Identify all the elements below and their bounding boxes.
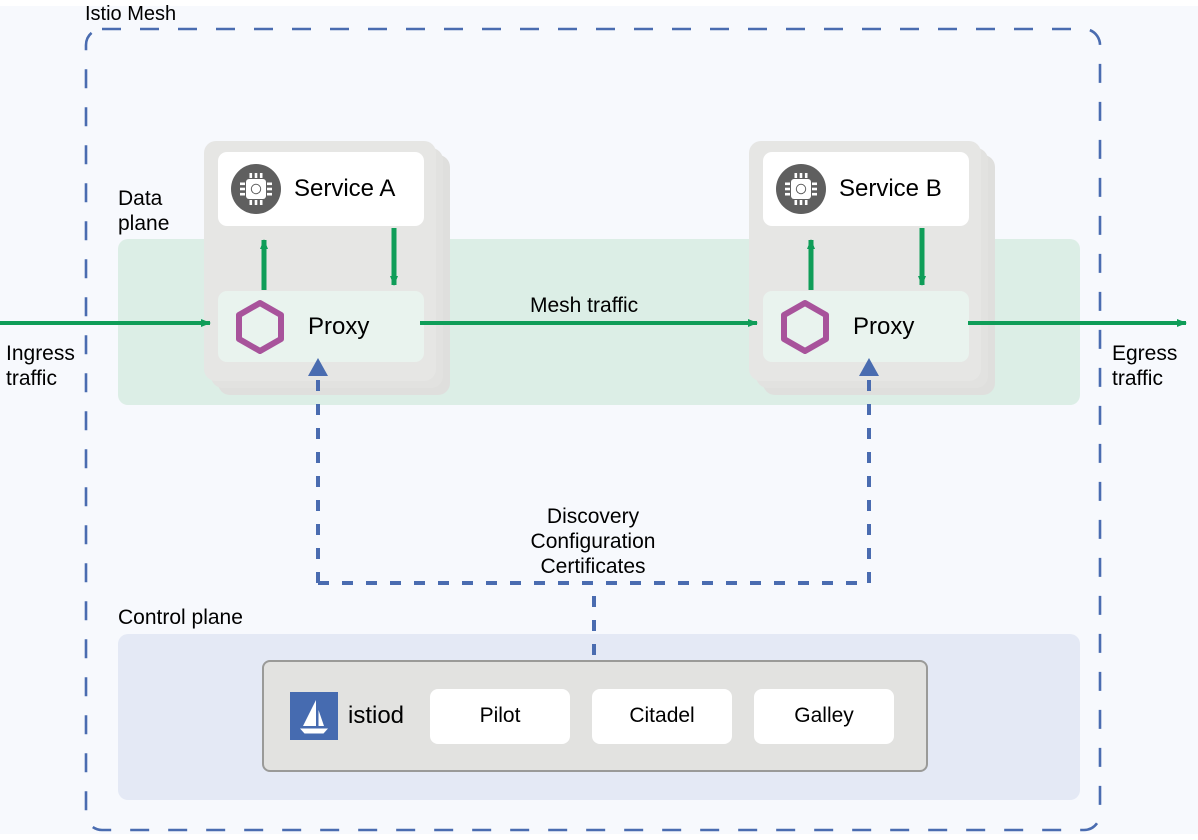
component-citadel[interactable]: Citadel <box>592 688 733 744</box>
istiod-panel: istiod Pilot Citadel Galley <box>262 660 928 772</box>
hexagon-proxy-icon <box>236 299 284 354</box>
pod-service-b: Service B Proxy <box>749 141 995 395</box>
hexagon-proxy-icon <box>781 299 829 354</box>
component-pilot[interactable]: Pilot <box>430 688 571 744</box>
component-label: Galley <box>794 704 854 727</box>
discovery-config-certificates-label: Discovery Configuration Certificates <box>530 505 656 578</box>
component-label: Citadel <box>629 704 695 727</box>
chip-icon <box>231 164 281 214</box>
component-galley[interactable]: Galley <box>754 688 895 744</box>
component-label: Pilot <box>479 704 521 727</box>
proxy-box[interactable]: Proxy <box>218 291 424 362</box>
service-label: Service A <box>294 175 396 202</box>
egress-traffic-label: Egress traffic <box>1112 342 1178 390</box>
service-box[interactable]: Service B <box>763 152 969 226</box>
pod-container: Service A Proxy <box>204 141 436 381</box>
proxy-label: Proxy <box>308 312 370 340</box>
service-label: Service B <box>839 175 942 202</box>
pod-container: Service B Proxy <box>749 141 981 381</box>
ingress-traffic-label: Ingress traffic <box>6 342 75 390</box>
chip-icon <box>776 164 826 214</box>
istiod-label: istiod <box>348 702 405 729</box>
proxy-label: Proxy <box>853 312 915 340</box>
proxy-box[interactable]: Proxy <box>763 291 969 362</box>
mesh-traffic-label: Mesh traffic <box>530 294 639 317</box>
mesh-title: Istio Mesh <box>85 3 177 25</box>
pod-service-a: Service A Proxy <box>204 141 450 395</box>
istio-logo-icon <box>290 692 338 740</box>
control-plane-label: Control plane <box>118 606 243 629</box>
data-plane-label: Data plane <box>118 187 170 235</box>
service-box[interactable]: Service A <box>218 152 424 226</box>
